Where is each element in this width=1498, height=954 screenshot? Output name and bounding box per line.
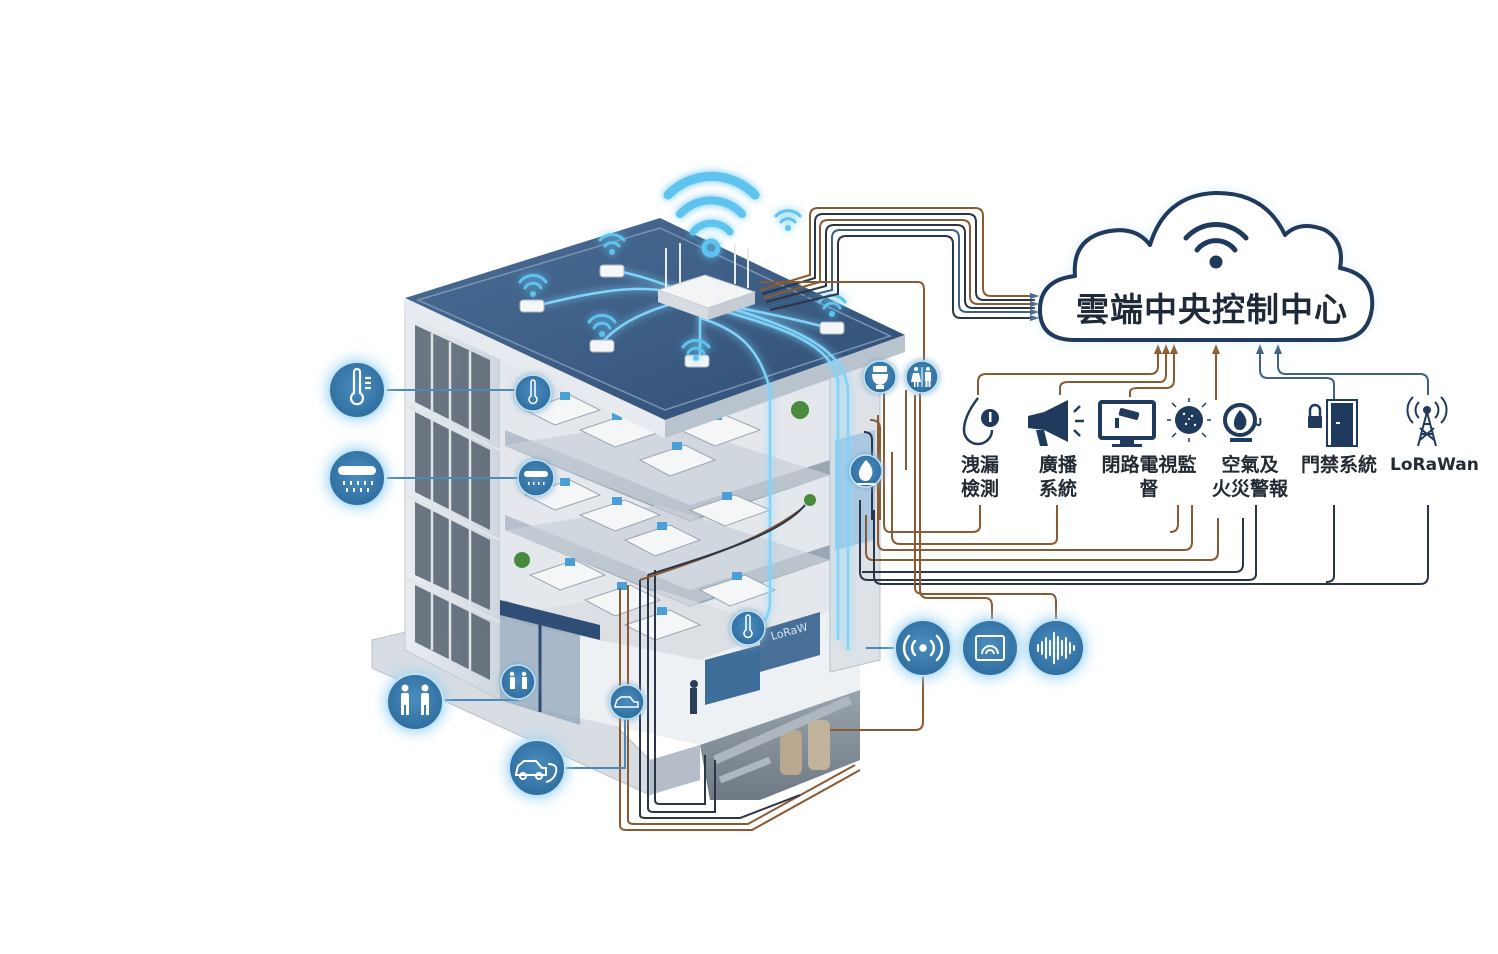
sound-wave-icon: [1037, 632, 1075, 664]
restroom-icon: [911, 367, 931, 387]
label-line: 門禁系統: [1300, 454, 1377, 476]
label-line: 空氣及: [1221, 454, 1279, 476]
air-particle-icon: [1167, 398, 1211, 442]
label-line: 閉路電視監: [1101, 454, 1197, 476]
cctv-monitor-icon: [1098, 400, 1156, 447]
people-counter-sensor: [385, 672, 445, 732]
roof-sensor-nodes: [519, 264, 845, 368]
wireless-signal-icon: [902, 634, 944, 662]
vibration-sensor: [960, 618, 1020, 678]
sprinkler-icon: [524, 471, 548, 477]
window-mullions: [404, 333, 501, 670]
people-counter-icon: [401, 684, 429, 715]
water-drop-alert-icon: [962, 397, 999, 446]
cloud-title: 雲端中央控制中心: [1076, 290, 1348, 329]
toilet-icon: [872, 366, 888, 389]
label-line: 洩漏: [960, 454, 999, 476]
label-line: 廣播: [1038, 454, 1077, 476]
building-sensors: [327, 360, 1086, 798]
label-line: 火災警報: [1211, 478, 1288, 500]
system-label-broadcast: 廣播 系統: [1026, 453, 1090, 501]
label-line: 檢測: [960, 478, 999, 500]
people-counter-icon: [509, 671, 527, 689]
ev-charging-sensor: [507, 738, 567, 798]
label-line: 督: [1139, 478, 1159, 500]
ev-charging-icon: [515, 760, 558, 783]
fire-alarm-bell-icon: [1223, 403, 1262, 442]
wireless-signal-sensor: [893, 618, 953, 678]
thermometer-icon: [743, 614, 753, 639]
wiring: [387, 207, 1429, 831]
gas-flame-sensor: [849, 454, 883, 488]
router: [656, 243, 757, 320]
sprinkler-icon: [338, 466, 376, 492]
gas-flame-icon: [857, 460, 875, 485]
lock-door-icon: [1308, 399, 1358, 447]
ev-charging-sensor-small: [609, 684, 645, 720]
thermometer-sensor-lobby: [730, 610, 766, 646]
sprinkler-sensor-small: [517, 459, 555, 497]
wifi-icon: [518, 273, 548, 297]
wifi-icon: [598, 233, 626, 255]
wifi-icon: [681, 338, 711, 361]
wifi-icon: [774, 209, 802, 231]
wifi-icon: [587, 313, 617, 337]
system-label-lorawan: LoRaWan: [1390, 453, 1479, 477]
thermometer-icon: [349, 367, 371, 406]
vibration-sensor-icon: [975, 635, 1005, 661]
wifi-icon: [1183, 222, 1249, 269]
thermometer-icon: [528, 379, 538, 405]
people-counter-sensor-small: [500, 664, 536, 700]
thermometer-sensor: [327, 360, 387, 420]
megaphone-icon: [1028, 400, 1084, 446]
toilet-sensor: [863, 360, 897, 394]
system-label-cctv: 閉路電視監 督: [1094, 453, 1204, 501]
system-icons: [962, 396, 1448, 447]
sprinkler-sensor: [327, 448, 387, 508]
system-label-air-fire: 空氣及 火災警報: [1204, 453, 1296, 501]
radio-tower-icon: [1406, 396, 1448, 447]
cloud-control-center: [1038, 190, 1375, 342]
ev-charging-icon: [614, 696, 639, 708]
label-line: 系統: [1038, 478, 1077, 500]
label-line: LoRaWan: [1390, 455, 1479, 475]
lobby: LoRaW: [500, 600, 860, 745]
thermometer-sensor-small: [514, 374, 552, 412]
restroom-sensor: [905, 360, 939, 394]
sound-wave-sensor: [1026, 618, 1086, 678]
system-label-leak: 洩漏 檢測: [948, 453, 1012, 501]
wifi-icon: [663, 171, 760, 258]
roof: [405, 218, 905, 438]
basement-mechanical: [700, 690, 860, 800]
system-label-access: 門禁系統: [1294, 453, 1384, 477]
